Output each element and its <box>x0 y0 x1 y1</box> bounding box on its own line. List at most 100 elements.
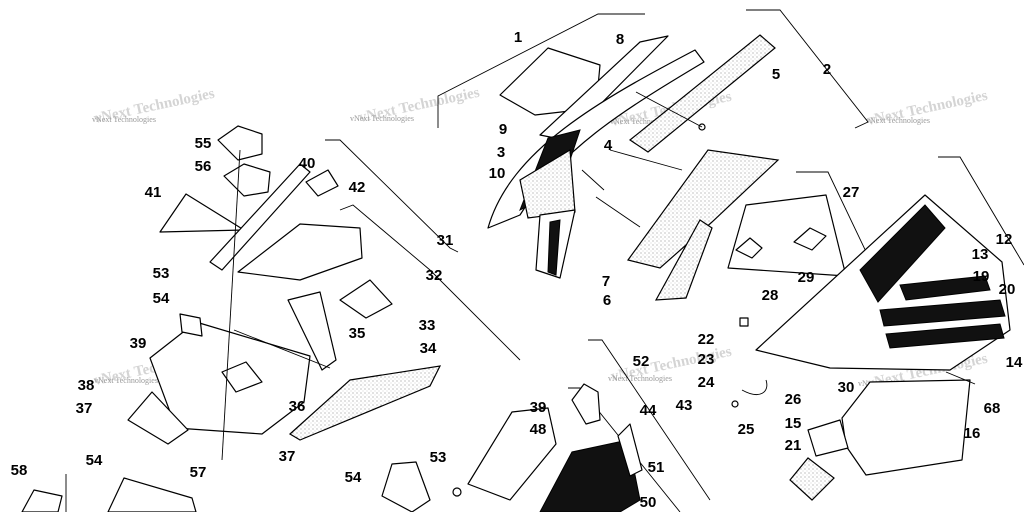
callout-19: 19 <box>973 268 990 285</box>
callout-41: 41 <box>145 184 162 201</box>
floor-pad <box>288 365 442 441</box>
svg-text:vNext Technologies: vNext Technologies <box>608 374 672 383</box>
washer <box>452 487 462 497</box>
bottom-panel <box>21 489 63 512</box>
callout-20: 20 <box>999 281 1016 298</box>
callout-2: 2 <box>823 61 831 78</box>
callout-53: 53 <box>153 265 170 282</box>
foam-pad-small <box>654 219 713 301</box>
bracket-2 <box>746 9 869 129</box>
callout-55: 55 <box>195 135 212 152</box>
callout-33: 33 <box>419 317 436 334</box>
bracket-1 <box>437 13 645 128</box>
svg-text:vNext Technologies: vNext Technologies <box>866 116 930 125</box>
bracket-44 <box>568 387 681 512</box>
callout-14: 14 <box>1006 354 1023 371</box>
mount-bracket <box>287 291 337 371</box>
callout-35: 35 <box>349 325 366 342</box>
callout-68: 68 <box>984 400 1001 417</box>
callout-52: 52 <box>633 353 650 370</box>
tray-clip <box>793 227 827 251</box>
callout-31: 31 <box>437 232 454 249</box>
callout-58: 58 <box>11 462 28 479</box>
panel-graphic-dark <box>859 204 946 303</box>
callout-labels: 1 2 3 4 5 6 7 8 9 10 12 13 14 15 16 19 2… <box>11 29 1023 511</box>
hood-dark-strip <box>547 219 561 276</box>
callout-1: 1 <box>514 29 522 46</box>
callout-26: 26 <box>785 391 802 408</box>
bracket-12 <box>938 156 1024 266</box>
console-opening <box>221 361 263 393</box>
cable <box>741 379 768 395</box>
callout-5: 5 <box>772 66 780 83</box>
dash-panel <box>237 223 363 281</box>
lower-trim <box>127 391 189 445</box>
callout-50: 50 <box>640 494 657 511</box>
callout-40: 40 <box>299 155 316 172</box>
callout-8: 8 <box>616 31 624 48</box>
callout-39: 39 <box>530 399 547 416</box>
callout-36: 36 <box>289 398 306 415</box>
callout-39: 39 <box>130 335 147 352</box>
callout-37: 37 <box>279 448 296 465</box>
panel-stripe <box>899 275 991 301</box>
side-strip <box>628 34 776 153</box>
callout-43: 43 <box>676 397 693 414</box>
callout-29: 29 <box>798 269 815 286</box>
callout-54: 54 <box>86 452 103 469</box>
connector <box>731 400 739 408</box>
foam-pad-large <box>626 149 780 269</box>
storage-tray <box>727 194 847 277</box>
svg-text:vNext Technologies: vNext Technologies <box>92 115 156 124</box>
callout-4: 4 <box>604 137 613 154</box>
callout-38: 38 <box>78 377 95 394</box>
latch-bracket <box>381 461 431 512</box>
callout-24: 24 <box>698 374 715 391</box>
bottom-cover <box>107 477 197 512</box>
callout-34: 34 <box>420 340 437 357</box>
tray-clip <box>735 237 763 259</box>
gasket-ring <box>217 125 263 161</box>
callout-42: 42 <box>349 179 366 196</box>
callout-30: 30 <box>838 379 855 396</box>
callout-21: 21 <box>785 437 802 454</box>
clip <box>179 313 203 337</box>
panel-stripe <box>879 299 1006 327</box>
callout-16: 16 <box>964 425 981 442</box>
svg-text:vNext Technologies: vNext Technologies <box>610 117 674 126</box>
bracket-27 <box>796 171 871 261</box>
bracket-43 <box>588 339 711 501</box>
callout-6: 6 <box>603 292 611 309</box>
storage-bag <box>841 379 971 476</box>
panel-stripe <box>885 323 1005 349</box>
side-cover <box>467 407 557 501</box>
console-assembly <box>21 125 521 512</box>
callout-12: 12 <box>996 231 1013 248</box>
callout-28: 28 <box>762 287 779 304</box>
callout-22: 22 <box>698 331 715 348</box>
callout-7: 7 <box>602 273 610 290</box>
gauge-bezel <box>223 163 271 197</box>
reflector <box>789 457 835 501</box>
cover-edge <box>617 423 643 477</box>
bracket-part <box>807 419 849 457</box>
callout-27: 27 <box>843 184 860 201</box>
callout-57: 57 <box>190 464 207 481</box>
callout-25: 25 <box>738 421 755 438</box>
callout-48: 48 <box>530 421 547 438</box>
decal-right <box>305 169 339 197</box>
callout-9: 9 <box>499 121 507 138</box>
callout-15: 15 <box>785 415 802 432</box>
svg-text:vNext Technologies: vNext Technologies <box>94 376 158 385</box>
callout-51: 51 <box>648 459 665 476</box>
trim-plate <box>339 279 393 319</box>
bracket-32 <box>339 204 521 361</box>
callout-23: 23 <box>698 351 715 368</box>
svg-text:vNext Technologies: vNext Technologies <box>350 114 414 123</box>
callout-44: 44 <box>640 402 657 419</box>
